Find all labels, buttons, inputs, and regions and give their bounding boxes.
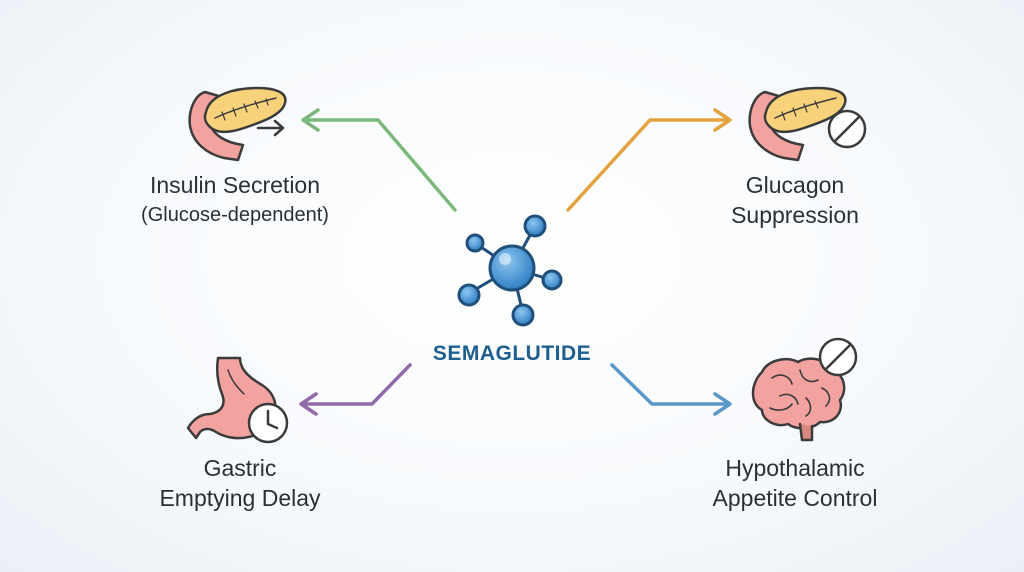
molecule-icon: [457, 214, 563, 327]
pancreas-secretion-icon: [188, 86, 287, 162]
pancreas-blocked-icon: [748, 86, 867, 162]
insulin-line2: (Glucose-dependent): [141, 204, 329, 226]
hypothalamic-line1: Hypothalamic: [725, 455, 865, 481]
gastric-line1: Gastric: [203, 455, 277, 481]
glucagon-suppression-label: Glucagon Suppression: [690, 170, 900, 230]
center-title: SEMAGLUTIDE: [432, 342, 592, 365]
arrow-to-hypothalamic: [610, 363, 732, 416]
arrow-to-insulin: [301, 108, 457, 212]
insulin-secretion-label: Insulin Secretion (Glucose-dependent): [110, 170, 360, 230]
brain-blocked-icon: [751, 337, 858, 442]
stomach-clock-icon: [186, 356, 289, 444]
hypothalamic-appetite-label: Hypothalamic Appetite Control: [670, 453, 920, 513]
gastric-line2: Emptying Delay: [159, 485, 321, 511]
glucagon-line2: Suppression: [731, 202, 859, 228]
arrow-to-glucagon: [566, 108, 732, 212]
insulin-line1: Insulin Secretion: [149, 172, 321, 198]
arrow-to-gastric: [299, 363, 412, 416]
gastric-emptying-label: Gastric Emptying Delay: [120, 453, 360, 513]
glucagon-line1: Glucagon: [745, 172, 845, 198]
hypothalamic-line2: Appetite Control: [712, 485, 878, 511]
